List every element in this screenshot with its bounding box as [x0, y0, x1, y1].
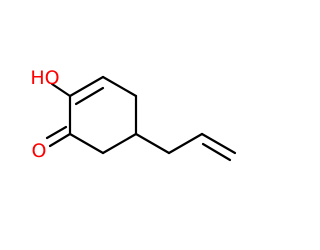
- carbonyl-oxygen-label: O: [32, 140, 47, 162]
- bond-c2-c3-double-inner: [74, 86, 105, 106]
- bond-ch-ch2-outer: [200, 132, 237, 155]
- bond-ch2-ch: [167, 132, 204, 155]
- bond-c1-o-outer: [48, 132, 72, 148]
- chemical-structure: HO O: [0, 0, 250, 250]
- bond-c3-c4: [101, 75, 138, 98]
- bond-c2-oh: [50, 82, 72, 98]
- bond-c5-c6: [101, 132, 138, 155]
- bond-c2-c3: [68, 75, 105, 98]
- bond-c1-o-inner: [45, 125, 68, 140]
- bond-c5-ch2: [134, 132, 171, 155]
- bond-ch-ch2-inner: [201, 142, 232, 162]
- bond-c6-c1: [68, 132, 105, 155]
- hydroxyl-label: HO: [30, 67, 59, 89]
- canvas-background: [0, 0, 250, 250]
